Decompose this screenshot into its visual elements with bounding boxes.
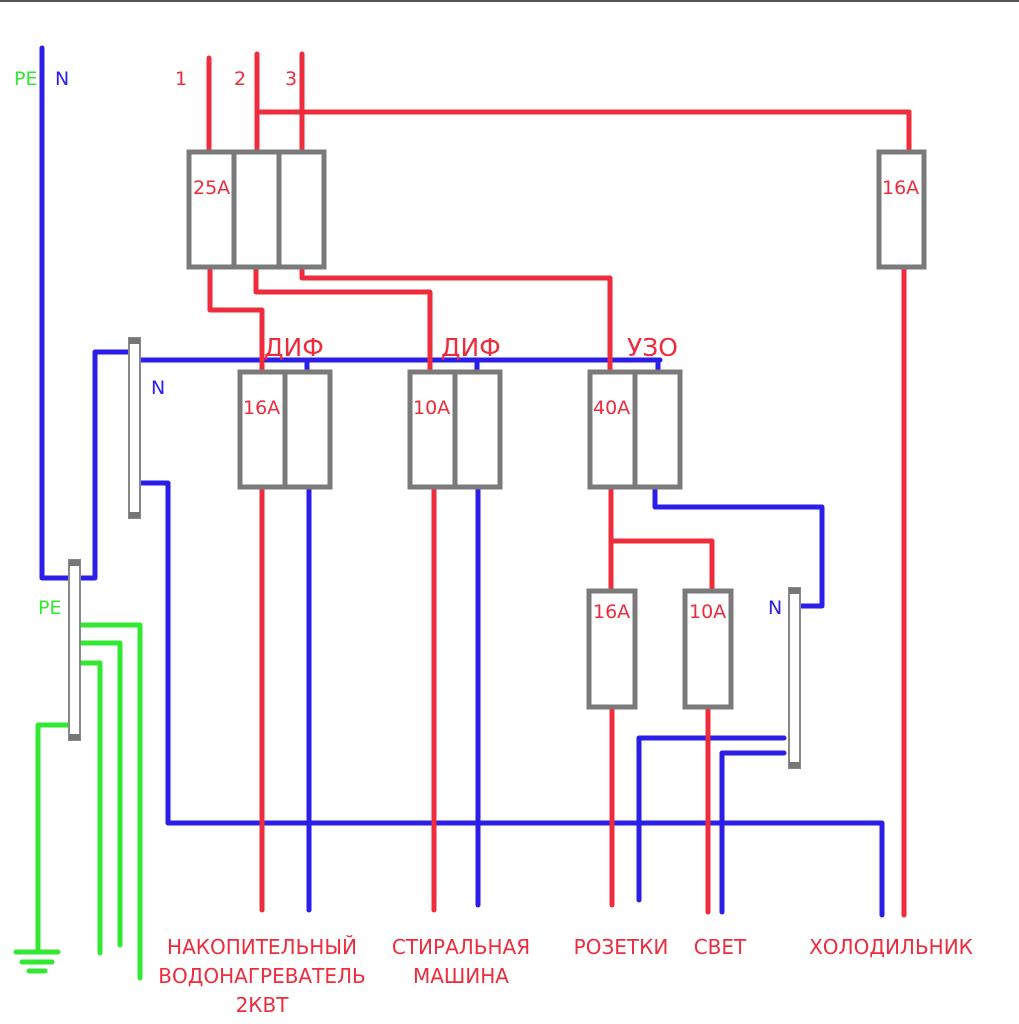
pe-out-wire-3 [77, 660, 103, 956]
main-breaker-rating: 25А [193, 177, 230, 199]
ground-icon [13, 949, 61, 974]
phase-2-label: 2 [234, 68, 246, 90]
sockets-label: РОЗЕТКИ [574, 935, 669, 959]
neutral-fridge-wire [135, 480, 885, 918]
n-bus-left [128, 337, 141, 519]
washer-label-line2: МАШИНА [413, 964, 509, 988]
n-top-label: N [55, 68, 69, 90]
wires [35, 45, 912, 981]
light-label: СВЕТ [694, 935, 747, 959]
main-breaker-25a [186, 149, 327, 270]
fridge-breaker-rating: 16А [882, 177, 919, 199]
main-to-dif1-wire [207, 265, 265, 375]
dif1-rating: 16А [243, 397, 280, 419]
pe-bus-label: PE [38, 597, 61, 619]
top-rule [0, 0, 1019, 2]
uzo-rating: 40А [593, 397, 630, 419]
washer-label-line1: СТИРАЛЬНАЯ [392, 935, 530, 959]
uzo-phase-split-wire [608, 485, 715, 593]
pe-top-label: PE [14, 68, 37, 90]
uzo-neutral-wire [652, 485, 825, 609]
light-neutral-wire [719, 750, 787, 915]
n-bus-right-label: N [768, 597, 782, 619]
phase-1-label: 1 [175, 68, 187, 90]
fridge-label: ХОЛОДИЛЬНИК [809, 935, 973, 959]
phase-to-fridge-breaker-wire [254, 109, 912, 155]
dif-breaker-2 [407, 369, 503, 490]
sockets-breaker-rating: 16А [593, 601, 630, 623]
main-to-dif2-wire [253, 265, 433, 375]
heater-label-line3: 2КВТ [236, 993, 290, 1017]
dif2-title: ДИФ [441, 333, 501, 362]
dif2-rating: 10А [413, 397, 450, 419]
pe-bus [68, 559, 81, 741]
main-to-uzo-wire [299, 265, 613, 375]
dif1-title: ДИФ [264, 333, 324, 362]
n-bus-right [788, 587, 801, 769]
sockets-neutral-wire [636, 735, 787, 903]
phase-3-label: 3 [285, 68, 297, 90]
light-breaker-10a [682, 588, 734, 710]
neutral-incoming-wire [39, 45, 73, 581]
pe-to-n-link-wire [77, 349, 133, 581]
pe-out-wire-1 [77, 622, 143, 981]
uzo-title: УЗО [627, 333, 678, 362]
dif-breaker-1 [237, 369, 333, 490]
heater-label-line2: ВОДОНАГРЕВАТЕЛЬ [158, 964, 365, 988]
pe-ground-wire [35, 722, 71, 953]
sockets-breaker-16a [586, 588, 638, 710]
fridge-breaker-16a [876, 149, 927, 270]
heater-label-line1: НАКОПИТЕЛЬНЫЙ [167, 935, 357, 959]
uzo-device [587, 369, 683, 490]
pe-out-wire-2 [77, 640, 123, 948]
n-bus-left-label: N [151, 377, 165, 399]
light-breaker-rating: 10А [689, 601, 726, 623]
